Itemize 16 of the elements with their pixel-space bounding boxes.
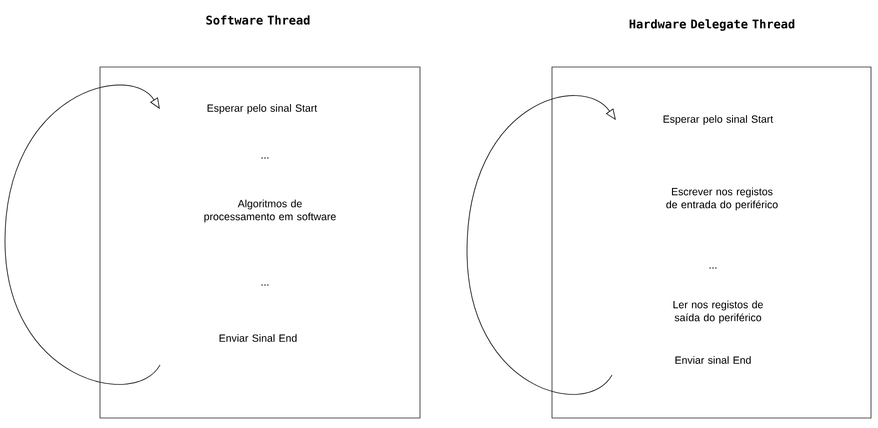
step-text: Enviar Sinal End xyxy=(220,334,297,342)
thread-heading: Hardware Delegate Thread xyxy=(630,19,794,31)
step-text: Escrever nos registos de entrada do periférico xyxy=(666,188,778,210)
loop-arrow xyxy=(466,95,616,394)
loop-arrow xyxy=(4,84,160,384)
step-text: Algoritmos de processamento em software xyxy=(204,200,336,222)
step-text: ... xyxy=(262,284,268,286)
step-text: ... xyxy=(710,267,716,269)
thread-box xyxy=(552,66,872,418)
step-text: Enviar sinal End xyxy=(676,356,751,364)
thread-box xyxy=(100,66,420,418)
thread-heading: Software Thread xyxy=(206,15,310,25)
step-text: ... xyxy=(262,157,268,159)
step-text: Esperar pelo sinal Start xyxy=(664,115,774,125)
step-text: Esperar pelo sinal Start xyxy=(208,104,318,114)
step-text: Ler nos registos de saída do periférico xyxy=(674,300,763,324)
